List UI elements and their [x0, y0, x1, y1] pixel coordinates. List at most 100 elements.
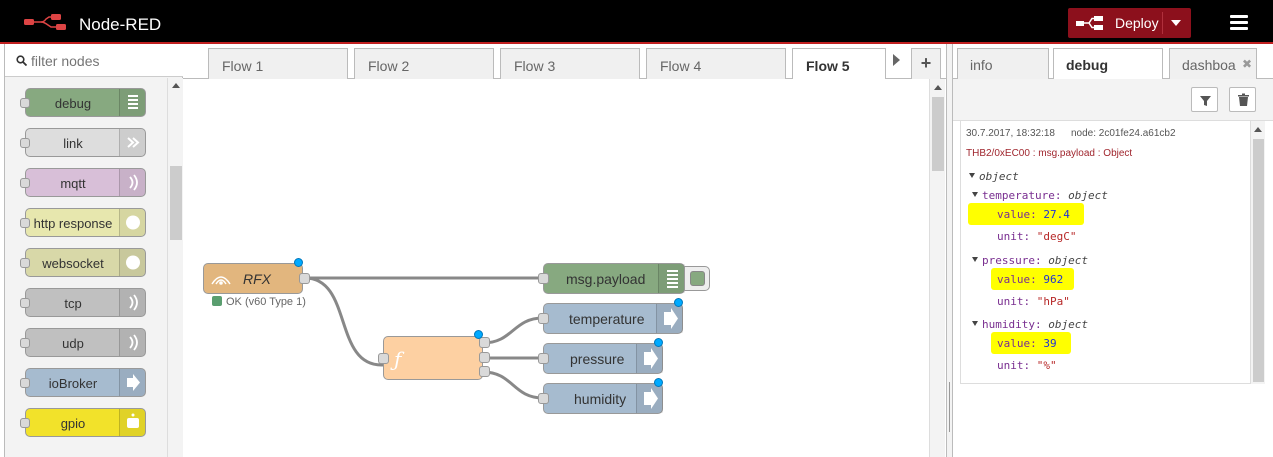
humidity-entry[interactable]: humidity: object [982, 318, 1088, 331]
palette-scrollbar[interactable] [167, 78, 183, 457]
expand-triangle-icon[interactable] [969, 173, 975, 178]
palette-node-label: udp [62, 336, 84, 351]
sidebar-separator[interactable] [946, 44, 953, 457]
humidity-node[interactable]: humidity [538, 378, 663, 414]
rfx-output-port[interactable] [299, 273, 310, 284]
temperature-entry[interactable]: temperature: object [982, 189, 1108, 202]
debug-node[interactable]: msg.payload [538, 263, 685, 294]
expand-triangle-icon[interactable] [972, 321, 978, 326]
message-timestamp: 30.7.2017, 18:32:18 [966, 128, 1055, 139]
debug-toggle-button[interactable] [684, 266, 710, 291]
separator-grip [949, 382, 950, 432]
palette-node-port [20, 178, 30, 188]
add-flow-button[interactable]: + [911, 48, 941, 79]
pressure-entry[interactable]: pressure: object [982, 254, 1088, 267]
palette-node-list: debug link mqtt http response websocket tcp ud… [5, 78, 167, 457]
palette-node-udp[interactable]: udp [20, 328, 146, 357]
palette-node-label: link [63, 136, 83, 151]
temperature-key: temperature: [982, 189, 1062, 202]
tab-label: info [970, 57, 993, 73]
tab-dashboard[interactable]: dashboa ✖ [1169, 48, 1257, 79]
deploy-menu-caret-icon[interactable] [1171, 20, 1181, 26]
tab-scroll-right-icon[interactable] [893, 54, 900, 66]
rfx-node[interactable]: RFX [203, 258, 310, 294]
unit-key: unit: [997, 359, 1031, 372]
message-node-id[interactable]: node: 2c01fe24.a61cb2 [1071, 128, 1176, 139]
highlight-mark [991, 332, 1071, 354]
debug-list-icon [658, 264, 685, 293]
tab-flow-5[interactable]: Flow 5 [792, 48, 886, 80]
flow-canvas[interactable]: RFX OK (v60 Type 1) msg.payload [183, 79, 946, 457]
canvas-scrollbar[interactable] [929, 79, 945, 457]
temperature-node[interactable]: temperature [538, 298, 683, 334]
tab-label: Flow 2 [368, 58, 410, 74]
pressure-input-port[interactable] [538, 353, 549, 364]
function-output-port-1[interactable] [479, 337, 490, 348]
filter-icon [1200, 96, 1211, 106]
pressure-type: object [1048, 254, 1088, 267]
scroll-up-icon[interactable] [934, 85, 942, 90]
expand-triangle-icon[interactable] [972, 257, 978, 262]
tab-flow-1[interactable]: Flow 1 [208, 48, 348, 79]
temperature-value-row: value: 27.4 [997, 208, 1070, 221]
temperature-input-port[interactable] [538, 313, 549, 324]
globe-icon [119, 249, 145, 276]
pressure-node-label: pressure [570, 351, 625, 367]
function-output-port-2[interactable] [479, 352, 490, 363]
humidity-value: 39 [1043, 337, 1057, 350]
palette-node-websocket[interactable]: websocket [20, 248, 146, 277]
debug-scroll-thumb[interactable] [1253, 139, 1264, 382]
clear-log-button[interactable] [1229, 87, 1256, 112]
palette-node-label: gpio [60, 416, 86, 431]
palette-node-mqtt[interactable]: mqtt [20, 168, 146, 197]
tab-flow-3[interactable]: Flow 3 [500, 48, 640, 79]
tab-flow-2[interactable]: Flow 2 [354, 48, 494, 79]
canvas-scroll-thumb[interactable] [932, 97, 944, 171]
tab-info[interactable]: info [957, 48, 1049, 79]
deploy-button[interactable]: Deploy [1068, 8, 1191, 38]
tab-debug[interactable]: debug [1053, 48, 1163, 80]
humidity-node-label: humidity [574, 391, 627, 407]
palette-node-gpio[interactable]: gpio [20, 408, 146, 437]
palette-node-link[interactable]: link [20, 128, 146, 157]
scroll-up-icon[interactable] [1254, 127, 1262, 132]
debug-toolbar [953, 79, 1273, 121]
pressure-node[interactable]: pressure [538, 338, 663, 374]
palette-search-input[interactable] [31, 52, 171, 70]
humidity-value-row: value: 39 [997, 337, 1057, 350]
expand-triangle-icon[interactable] [972, 192, 978, 197]
workspace: Flow 1 Flow 2 Flow 3 Flow 4 Flow 5 + [183, 44, 946, 457]
palette-node-ioBroker[interactable]: ioBroker [20, 368, 146, 397]
debug-scrollbar[interactable] [1250, 121, 1265, 384]
palette-node-label: mqtt [60, 176, 86, 191]
palette-node-port [20, 338, 30, 348]
palette-node-debug[interactable]: debug [20, 88, 146, 117]
tab-label: debug [1066, 57, 1108, 73]
palette-scroll-thumb[interactable] [170, 166, 182, 240]
palette-node-label: debug [54, 96, 92, 111]
unit-key: unit: [997, 230, 1031, 243]
close-icon[interactable]: ✖ [1241, 57, 1252, 71]
debug-input-port[interactable] [538, 273, 549, 284]
palette-node-label: tcp [64, 296, 82, 311]
function-node[interactable]: ƒ [378, 330, 490, 380]
humidity-unit: "%" [1036, 359, 1057, 372]
filter-button[interactable] [1191, 87, 1218, 112]
scroll-up-icon[interactable] [172, 83, 180, 88]
udp-icon [119, 329, 145, 356]
trash-icon [1238, 93, 1249, 106]
palette-node-label: ioBroker [48, 376, 98, 391]
tab-flow-4[interactable]: Flow 4 [646, 48, 786, 79]
tab-label: Flow 4 [660, 58, 702, 74]
palette-node-http-response[interactable]: http response [20, 208, 146, 237]
rfx-label: RFX [243, 271, 271, 287]
palette-node-tcp[interactable]: tcp [20, 288, 146, 317]
pressure-unit-row: unit: "hPa" [997, 295, 1070, 308]
humidity-input-port[interactable] [538, 393, 549, 404]
function-input-port[interactable] [378, 353, 389, 364]
main-menu-icon[interactable] [1230, 15, 1248, 30]
humidity-key: humidity: [982, 318, 1042, 331]
root-type[interactable]: object [979, 170, 1019, 183]
sidebar-tabs: info debug dashboa ✖ [953, 44, 1273, 80]
function-output-port-3[interactable] [479, 366, 490, 377]
